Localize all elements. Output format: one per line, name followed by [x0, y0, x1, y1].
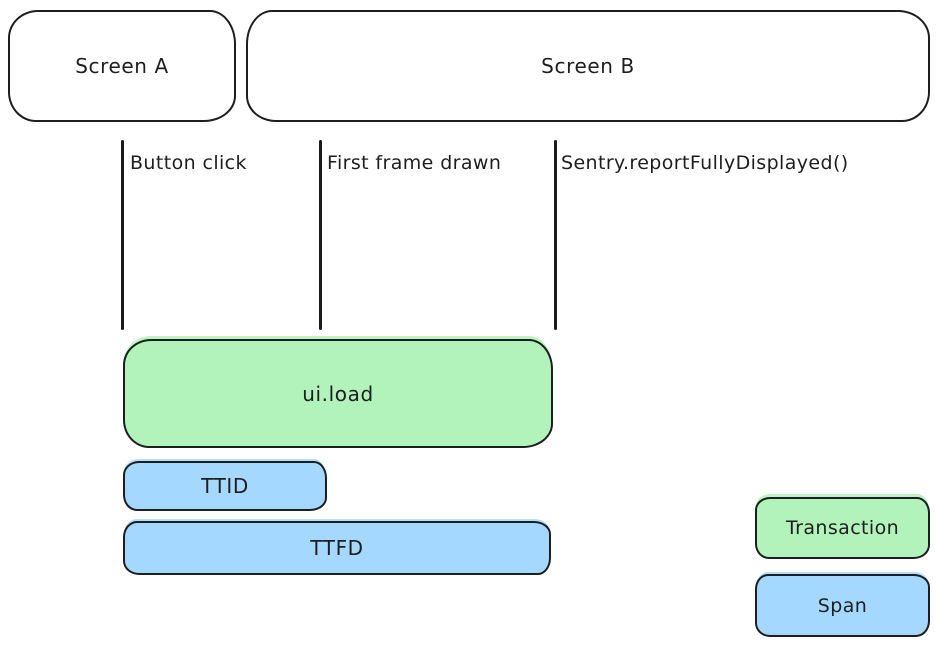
event-line-first-frame-drawn: [319, 140, 322, 330]
legend-span-box: Span: [755, 574, 930, 637]
screen-a-box: Screen A: [8, 10, 236, 122]
screen-b-box: Screen B: [246, 10, 930, 122]
event-line-button-click: [121, 140, 124, 330]
screen-b-label: Screen B: [541, 54, 635, 78]
legend-transaction-label: Transaction: [785, 517, 900, 539]
legend-transaction-box: Transaction: [755, 497, 930, 559]
event-label-first-frame-drawn: First frame drawn: [327, 152, 502, 174]
ttfd-span-bar: TTFD: [123, 521, 551, 575]
event-line-report-fully-displayed: [554, 140, 557, 330]
event-label-report-fully-displayed: Sentry.reportFullyDisplayed(): [561, 152, 849, 174]
screen-a-label: Screen A: [75, 54, 169, 78]
ttid-span-bar: TTID: [123, 461, 327, 511]
ttfd-label: TTFD: [310, 536, 364, 560]
ui-load-transaction-bar: ui.load: [123, 339, 553, 448]
legend-span-label: Span: [817, 594, 868, 617]
event-label-button-click: Button click: [130, 152, 247, 174]
ttid-label: TTID: [201, 474, 249, 498]
ui-load-label: ui.load: [302, 381, 374, 406]
